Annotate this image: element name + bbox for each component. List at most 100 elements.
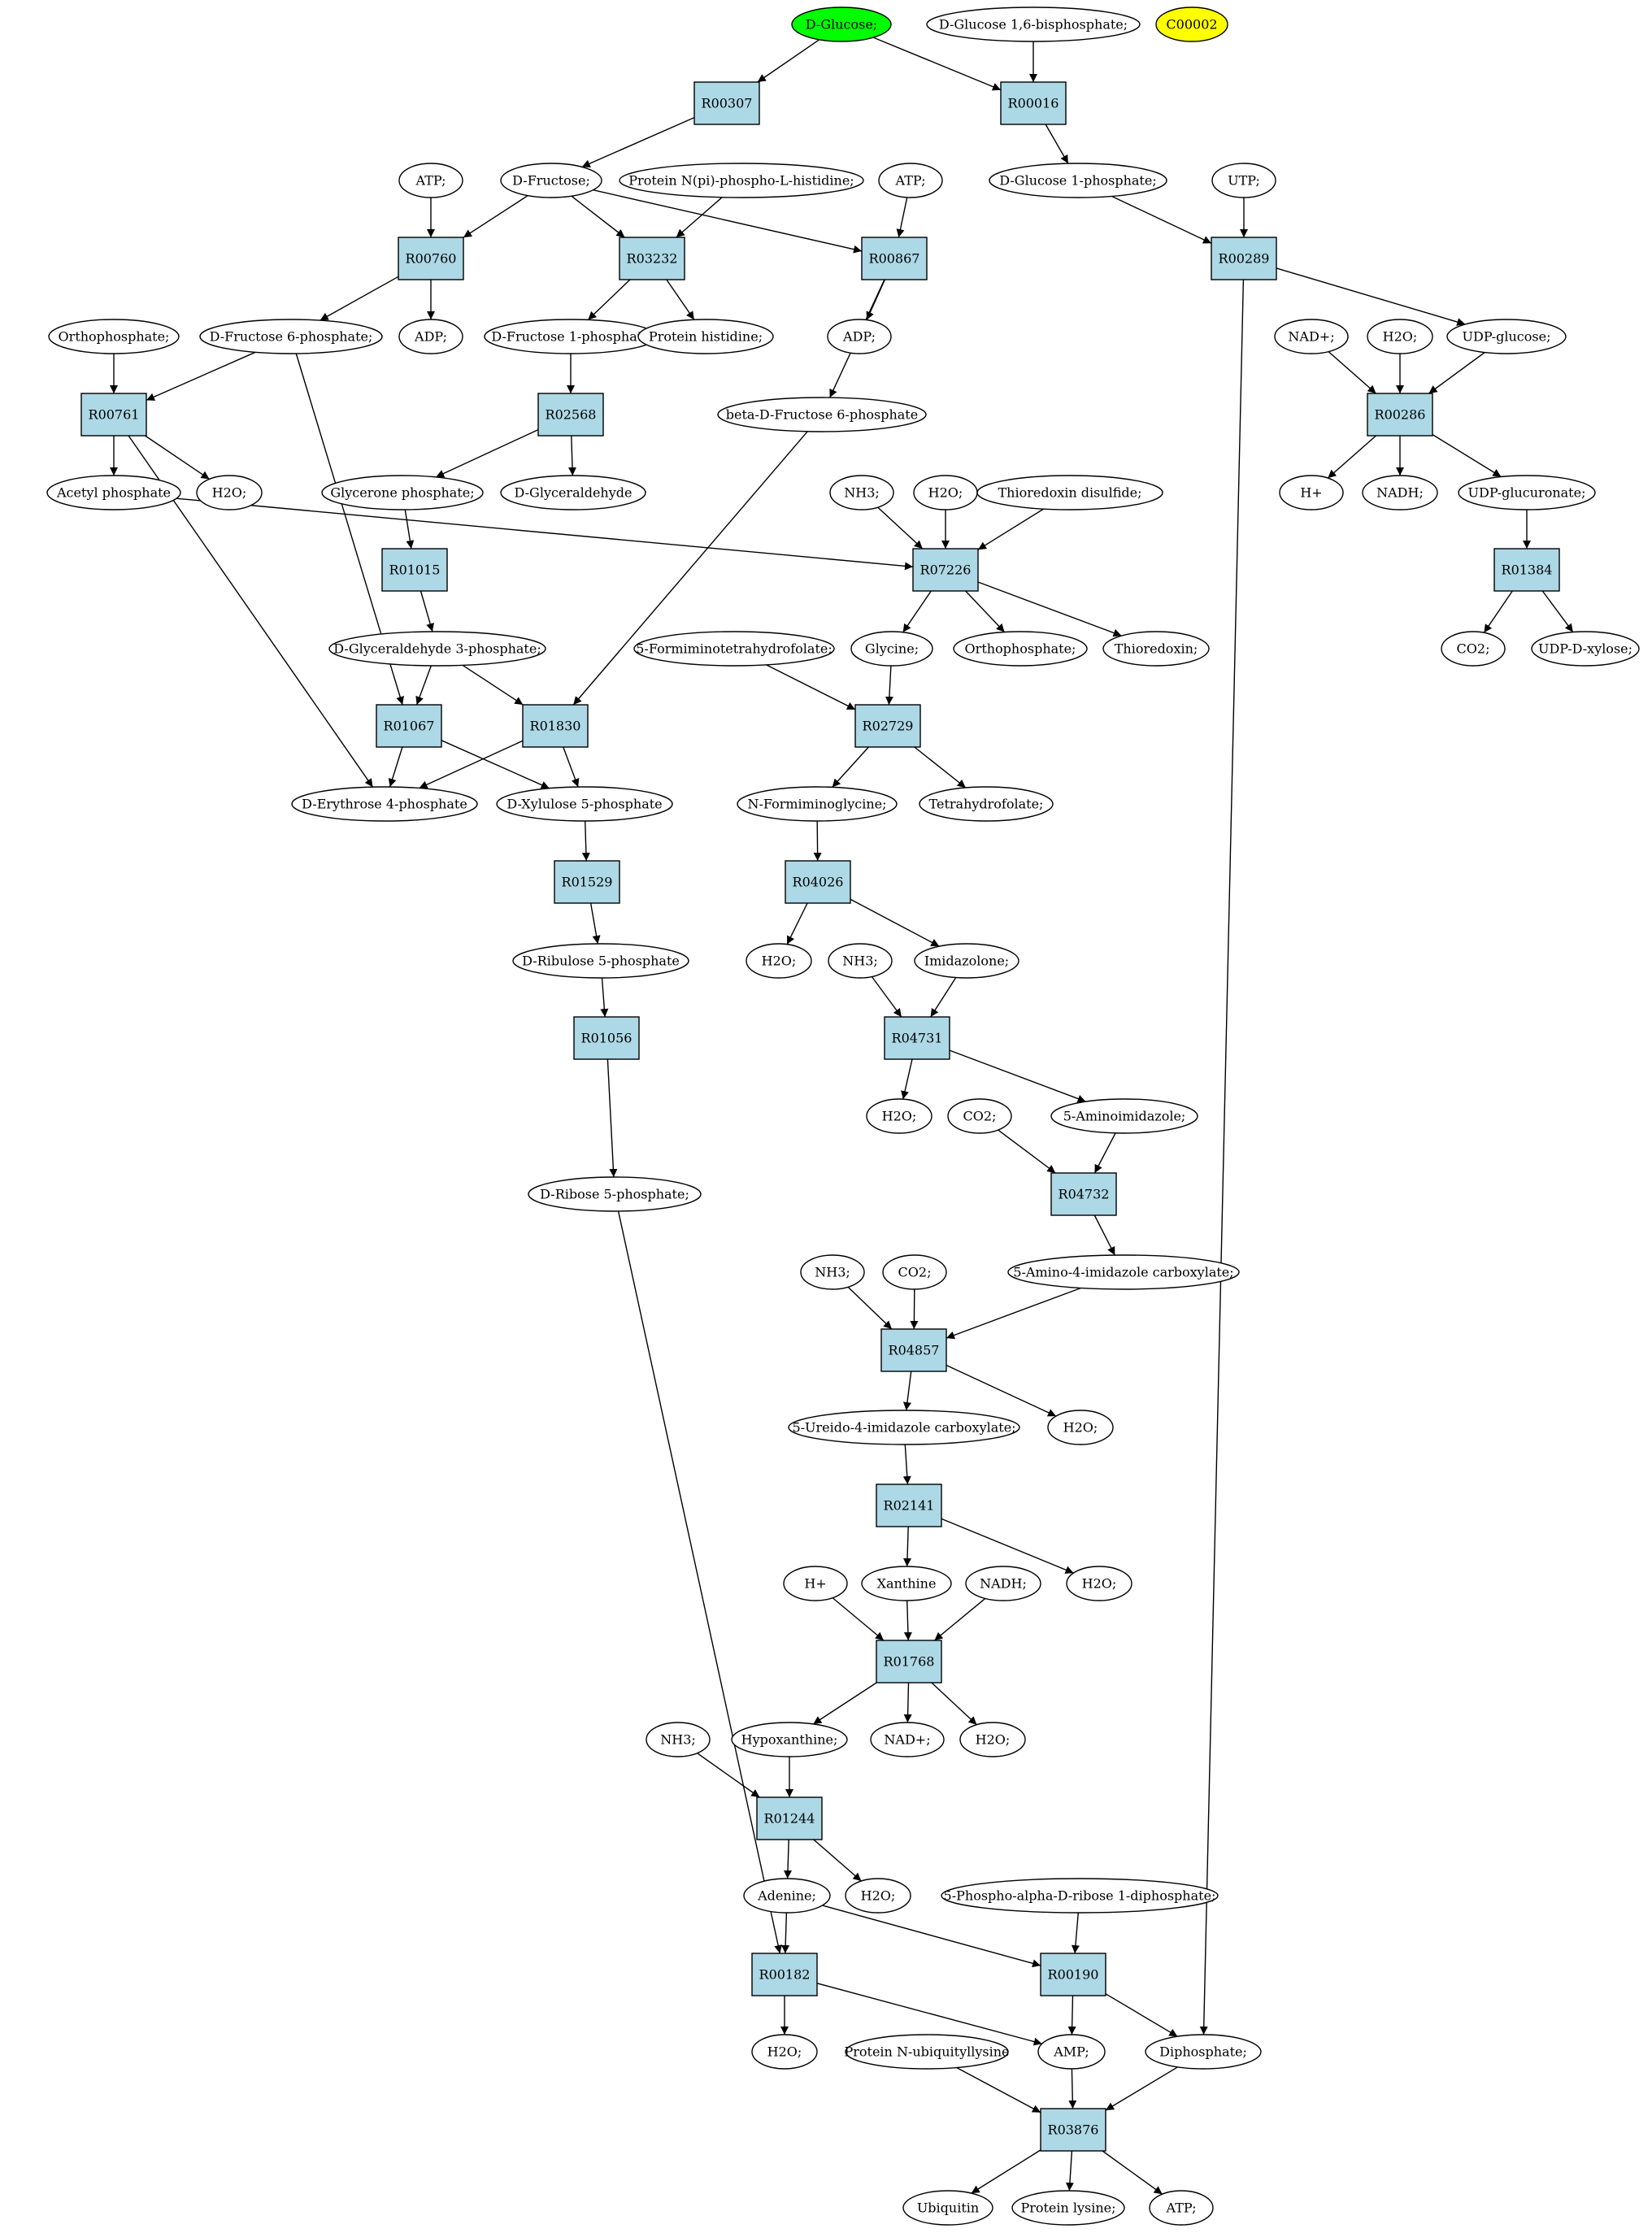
compound-node-nadh2[interactable]: NADH; (965, 1566, 1041, 1601)
reaction-node-r01067[interactable]: R01067 (376, 704, 442, 748)
compound-node-atp1[interactable]: ATP; (398, 163, 463, 198)
compound-node-thf[interactable]: Tetrahydrofolate; (919, 786, 1054, 822)
reaction-node-r00760[interactable]: R00760 (398, 237, 464, 280)
reaction-node-r01768[interactable]: R01768 (876, 1640, 942, 1683)
compound-node-udpgluc[interactable]: UDP-glucuronate; (1458, 475, 1596, 510)
compound-node-uic[interactable]: 5-Ureido-4-imidazole carboxylate; (788, 1410, 1020, 1445)
reaction-box (537, 393, 604, 437)
compound-node-glc[interactable]: D-Glucose; (791, 7, 892, 42)
reaction-node-r01529[interactable]: R01529 (554, 860, 620, 904)
compound-node-protnpi[interactable]: Protein N(pi)-phospho-L-histidine; (619, 163, 864, 198)
reaction-node-r00867[interactable]: R00867 (861, 237, 928, 280)
edge-R04026-to-h2o_b (786, 902, 808, 945)
compound-node-orthop1[interactable]: Orthophosphate; (48, 319, 180, 354)
compound-node-nh3_2[interactable]: NH3; (828, 943, 893, 979)
compound-node-nadp2[interactable]: NAD+; (870, 1722, 945, 1757)
compound-node-r5p[interactable]: D-Ribose 5-phosphate; (528, 1176, 702, 1212)
compound-node-h2o_t[interactable]: H2O; (913, 475, 978, 510)
compound-node-hplus1[interactable]: H+ (1279, 475, 1344, 510)
compound-node-prothis[interactable]: Protein histidine; (637, 319, 774, 354)
compound-node-adp2[interactable]: ADP; (827, 319, 892, 354)
compound-node-utp[interactable]: UTP; (1211, 163, 1276, 198)
compound-node-fthf[interactable]: 5-Formiminotetrahydrofolate; (633, 631, 835, 667)
reaction-node-r01830[interactable]: R01830 (522, 704, 589, 748)
compound-node-hplus2[interactable]: H+ (783, 1566, 848, 1601)
compound-node-h2o_c[interactable]: H2O; (866, 1098, 933, 1134)
compound-node-nh3_3[interactable]: NH3; (800, 1254, 865, 1290)
compound-node-fru[interactable]: D-Fructose; (500, 163, 602, 198)
reaction-node-r01056[interactable]: R01056 (573, 1016, 640, 1060)
compound-node-imz[interactable]: Imidazolone; (914, 943, 1019, 979)
reaction-node-r00016[interactable]: R00016 (1000, 81, 1067, 125)
reaction-node-r00190[interactable]: R00190 (1040, 1953, 1106, 1996)
reaction-node-r04732[interactable]: R04732 (1050, 1172, 1117, 1216)
reaction-node-r02141[interactable]: R02141 (876, 1484, 942, 1527)
compound-node-amp[interactable]: AMP; (1037, 2034, 1106, 2070)
compound-node-glyp[interactable]: Glycerone phosphate; (321, 475, 484, 510)
compound-node-aic[interactable]: 5-Amino-4-imidazole carboxylate; (1007, 1254, 1240, 1290)
compound-node-adp1[interactable]: ADP; (398, 319, 463, 354)
compound-node-c00002[interactable]: C00002 (1155, 7, 1228, 42)
compound-node-orthop2[interactable]: Orthophosphate; (953, 631, 1088, 667)
compound-node-co2_1[interactable]: CO2; (1441, 631, 1506, 667)
compound-node-ru5p[interactable]: D-Ribulose 5-phosphate (512, 943, 689, 979)
compound-node-h2o_a[interactable]: H2O; (196, 475, 263, 510)
compound-node-f6p[interactable]: D-Fructose 6-phosphate; (199, 319, 383, 354)
compound-node-g3p[interactable]: D-Glyceraldehyde 3-phosphate; (328, 631, 546, 667)
reaction-node-r04026[interactable]: R04026 (785, 860, 851, 904)
compound-node-udpxyl[interactable]: UDP-D-xylose; (1531, 631, 1640, 667)
compound-node-h2o_g[interactable]: H2O; (845, 1878, 911, 1914)
compound-node-nh3_1[interactable]: NH3; (829, 475, 894, 510)
compound-node-f1p[interactable]: D-Fructose 1-phosphate (484, 319, 658, 354)
reaction-node-r03876[interactable]: R03876 (1040, 2108, 1106, 2152)
reaction-node-r07226[interactable]: R07226 (912, 548, 979, 592)
reaction-node-r03232[interactable]: R03232 (619, 237, 685, 280)
compound-node-ade[interactable]: Adenine; (743, 1878, 831, 1914)
compound-node-nh3_4[interactable]: NH3; (646, 1722, 711, 1757)
compound-node-trx[interactable]: Thioredoxin; (1102, 631, 1210, 667)
compound-node-h2o_h[interactable]: H2O; (751, 2034, 818, 2070)
compound-node-nadh1[interactable]: NADH; (1362, 475, 1438, 510)
reaction-node-r01244[interactable]: R01244 (756, 1796, 823, 1840)
compound-node-udpglc[interactable]: UDP-glucose; (1446, 319, 1567, 354)
reaction-node-r01384[interactable]: R01384 (1493, 548, 1560, 592)
compound-node-glyald[interactable]: D-Glyceraldehyde (500, 475, 646, 510)
compound-node-nadp[interactable]: NAD+; (1274, 319, 1349, 354)
compound-node-trxss[interactable]: Thioredoxin disulfide; (976, 475, 1163, 510)
compound-node-prpp[interactable]: 5-Phospho-alpha-D-ribose 1-diphosphate; (941, 1878, 1219, 1914)
compound-node-co2_2[interactable]: CO2; (947, 1098, 1012, 1134)
compound-node-protub[interactable]: Protein N-ubiquityllysine (844, 2034, 1010, 2070)
reaction-node-r02729[interactable]: R02729 (854, 704, 921, 748)
reaction-node-r04857[interactable]: R04857 (880, 1328, 947, 1372)
reaction-node-r00761[interactable]: R00761 (80, 393, 147, 437)
reaction-node-r00286[interactable]: R00286 (1367, 393, 1433, 437)
compound-node-atp2[interactable]: ATP; (878, 163, 943, 198)
compound-node-h2o_u[interactable]: H2O; (1367, 319, 1433, 354)
compound-node-acp[interactable]: Acetyl phosphate (46, 475, 181, 510)
compound-node-protlys[interactable]: Protein lysine; (1011, 2190, 1125, 2226)
compound-node-hyp[interactable]: Hypoxanthine; (731, 1722, 848, 1757)
compound-node-h2o_d[interactable]: H2O; (1047, 1410, 1114, 1445)
compound-node-h2o_e[interactable]: H2O; (1066, 1566, 1132, 1601)
reaction-node-r00182[interactable]: R00182 (751, 1953, 818, 1996)
compound-node-gly[interactable]: Glycine; (850, 631, 933, 667)
reaction-node-r00307[interactable]: R00307 (693, 81, 760, 125)
reaction-node-r00289[interactable]: R00289 (1211, 237, 1277, 280)
reaction-node-r04731[interactable]: R04731 (884, 1016, 950, 1060)
reaction-node-r01015[interactable]: R01015 (381, 548, 448, 592)
reaction-node-r02568[interactable]: R02568 (537, 393, 604, 437)
compound-node-xan[interactable]: Xanthine (861, 1566, 952, 1601)
compound-node-nfgly[interactable]: N-Formiminoglycine; (737, 786, 898, 822)
compound-node-h2o_f[interactable]: H2O; (959, 1722, 1026, 1757)
compound-node-ppi[interactable]: Diphosphate; (1145, 2034, 1262, 2070)
compound-node-atp3[interactable]: ATP; (1149, 2190, 1214, 2226)
compound-node-h2o_b[interactable]: H2O; (746, 943, 812, 979)
compound-node-x5p[interactable]: D-Xylulose 5-phosphate (496, 786, 673, 822)
compound-node-aimz[interactable]: 5-Aminoimidazole; (1050, 1098, 1198, 1134)
compound-node-co2_3[interactable]: CO2; (882, 1254, 947, 1290)
compound-node-e4p[interactable]: D-Erythrose 4-phosphate (291, 786, 478, 822)
compound-node-glc1p[interactable]: D-Glucose 1-phosphate; (989, 163, 1167, 198)
compound-node-bf6p[interactable]: beta-D-Fructose 6-phosphate (717, 397, 927, 432)
compound-node-glc16bp[interactable]: D-Glucose 1,6-bisphosphate; (926, 7, 1141, 42)
compound-node-ub[interactable]: Ubiquitin (902, 2190, 993, 2226)
